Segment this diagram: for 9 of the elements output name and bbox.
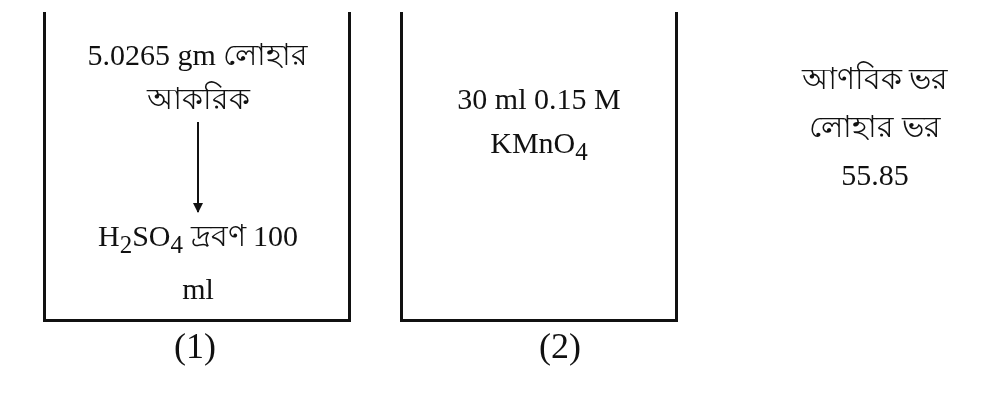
content-text: H$_{2}$SO$_{4}$ দ্রবণ 100 ml: [93, 212, 303, 312]
note-text: আণবিক ভর লোহার ভর 55.85: [800, 60, 950, 193]
arrow: [193, 121, 203, 213]
beaker: [400, 12, 678, 322]
figure-number: (1): [173, 325, 217, 367]
content-text: 5.0265 gm লোহার আকরিক: [83, 32, 313, 122]
beaker: [43, 12, 351, 322]
figure-number: (2): [538, 325, 582, 367]
beaker-content-text: 30 ml 0.15 M KMnO$_{4}$: [456, 81, 622, 167]
